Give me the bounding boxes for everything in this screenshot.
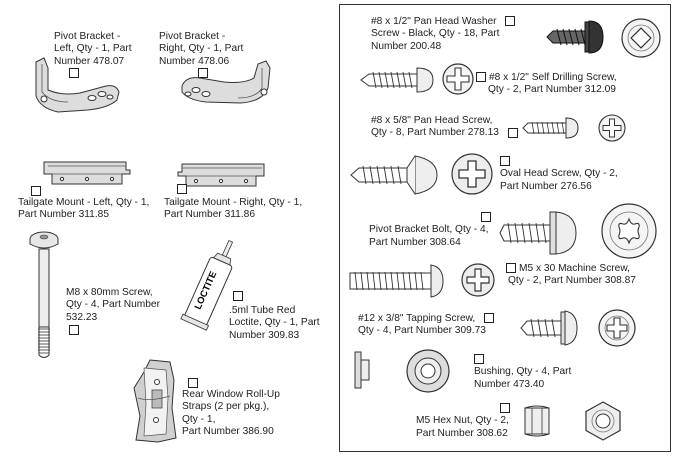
tailgate-mount-left-checkbox[interactable] (31, 186, 41, 196)
roll-up-straps-illustration (133, 359, 177, 443)
pan-head-screw-label: #8 x 5/8" Pan Head Screw, Qty - 8, Part … (371, 115, 518, 140)
tailgate-mount-right-illustration (177, 163, 265, 187)
pan-head-washer-screw-checkbox[interactable] (505, 16, 516, 27)
hex-nut-label: M5 Hex Nut, Qty - 2, Part Number 308.62 (416, 403, 510, 440)
pivot-bracket-left-illustration (35, 57, 120, 113)
m8-screw-label: M8 x 80mm Screw, Qty - 4, Part Number 53… (66, 287, 160, 323)
machine-screw-side-icon (349, 264, 444, 298)
roll-up-straps-label: Rear Window Roll-Up Straps (2 per pkg.),… (182, 389, 280, 438)
hex-nut-front-icon (585, 401, 621, 441)
torx-head-icon (601, 203, 657, 259)
oval-head-screw-label: Oval Head Screw, Qty - 2, Part Number 27… (500, 156, 618, 193)
phillips-head-m5-icon (461, 263, 495, 297)
pan-head-screw-side-icon (522, 117, 579, 139)
hardware-panel (339, 4, 671, 452)
loctite-checkbox[interactable] (233, 291, 243, 301)
tailgate-mount-left-label: Tailgate Mount - Left, Qty - 1, Part Num… (18, 197, 150, 221)
tailgate-mount-left-illustration (43, 161, 131, 185)
pivot-bracket-right-illustration (181, 60, 271, 104)
pivot-bracket-left-checkbox[interactable] (69, 68, 79, 78)
roll-up-straps-checkbox[interactable] (188, 378, 198, 388)
square-drive-head-icon (621, 18, 661, 58)
loctite-label: .5ml Tube Red Loctite, Qty - 1, Part Num… (229, 305, 320, 341)
phillips-head-icon (442, 63, 474, 95)
machine-screw-label: M5 x 30 Machine Screw, Qty - 2, Part Num… (506, 263, 636, 287)
self-drilling-screw-side-icon (360, 67, 434, 93)
m8-screw-illustration (29, 231, 59, 358)
loctite-tube-illustration: LOCTITE (180, 239, 234, 331)
pan-head-washer-screw-side-icon (546, 20, 604, 54)
phillips-head-large-icon (451, 153, 493, 195)
pan-head-screw-checkbox[interactable] (507, 127, 518, 138)
tapping-screw-checkbox[interactable] (484, 313, 495, 324)
bushing-side-icon (354, 351, 370, 389)
tailgate-mount-right-checkbox[interactable] (177, 184, 187, 194)
tapping-screw-side-icon (520, 310, 578, 346)
self-drilling-screw-checkbox[interactable] (476, 72, 486, 83)
hex-nut-checkbox[interactable] (500, 403, 510, 414)
bushing-label: Bushing, Qty - 4, Part Number 473.40 (474, 354, 571, 391)
oval-head-screw-side-icon (350, 155, 438, 195)
pivot-bracket-left-label: Pivot Bracket - Left, Qty - 1, Part Numb… (54, 31, 132, 67)
pan-head-washer-screw-label: #8 x 1/2" Pan Head Washer Screw - Black,… (371, 16, 516, 53)
machine-screw-checkbox[interactable] (506, 263, 516, 274)
oval-head-screw-checkbox[interactable] (500, 156, 510, 167)
m8-screw-checkbox[interactable] (69, 325, 79, 335)
pivot-bracket-right-checkbox[interactable] (198, 68, 208, 78)
pivot-bracket-bolt-label: Pivot Bracket Bolt, Qty - 4, Part Number… (369, 212, 491, 249)
self-drilling-screw-label: #8 x 1/2" Self Drilling Screw, Qty - 2, … (476, 72, 617, 97)
pivot-bracket-bolt-checkbox[interactable] (481, 212, 491, 223)
tapping-screw-label: #12 x 3/8" Tapping Screw, Qty - 4, Part … (358, 313, 495, 338)
phillips-head-small-icon (598, 114, 626, 142)
pivot-bracket-bolt-side-icon (499, 211, 577, 255)
tailgate-mount-right-label: Tailgate Mount - Right, Qty - 1, Part Nu… (164, 197, 303, 221)
phillips-head-washer-icon (598, 309, 636, 347)
bushing-checkbox[interactable] (474, 354, 484, 365)
pivot-bracket-right-label: Pivot Bracket - Right, Qty - 1, Part Num… (159, 31, 244, 67)
hex-nut-side-icon (524, 405, 550, 437)
bushing-front-icon (406, 349, 450, 393)
